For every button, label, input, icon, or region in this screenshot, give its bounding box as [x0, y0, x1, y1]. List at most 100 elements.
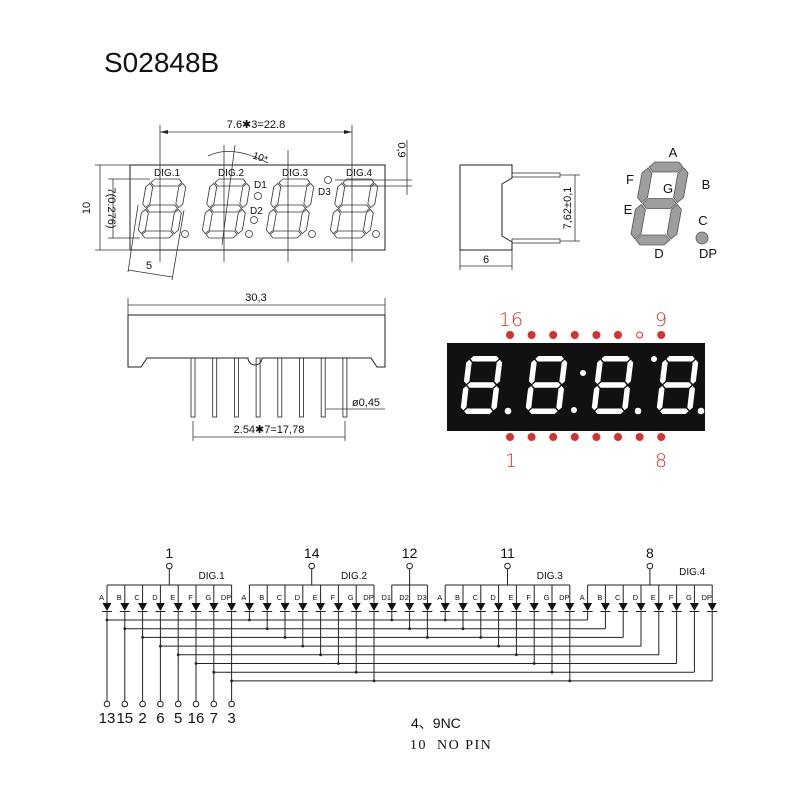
segment-pin-number: 16: [188, 710, 205, 727]
decimal-point: [181, 230, 189, 238]
led-diode-icon: [173, 603, 183, 611]
segment-label: G: [205, 593, 211, 602]
segment-d: [269, 230, 302, 239]
legend-dp-dot: [695, 231, 709, 245]
segment-b: [625, 359, 634, 384]
segment-label: D: [295, 593, 301, 602]
common-pin-terminal: [166, 562, 173, 570]
led-diode-icon: [672, 603, 682, 611]
junction-dot: [105, 618, 109, 622]
led-diode-icon: [529, 603, 539, 611]
common-pin-terminal: [406, 562, 413, 570]
pitch-dim-label: 7.6✱3=22.8: [227, 119, 285, 131]
led-diode-icon: [262, 603, 272, 611]
pin-pad: [506, 433, 514, 441]
led-diode-icon: [494, 603, 504, 611]
colon-dot: [571, 407, 577, 413]
segment-g: [467, 382, 496, 388]
segment-g: [145, 204, 179, 213]
legend-label-b: B: [702, 177, 711, 192]
segment-label: G: [686, 593, 692, 602]
segment-g: [209, 204, 243, 213]
segment-label: D3: [417, 593, 427, 602]
depth-dim-label: 6: [483, 254, 489, 266]
segment-a: [648, 161, 684, 173]
segment-label: D: [152, 593, 158, 602]
segment-f: [463, 359, 472, 384]
note-nc-pins: 4、9NC: [411, 715, 461, 731]
dot-d1: [254, 192, 262, 200]
dot-d2: [250, 216, 258, 224]
common-pin-number: 1: [165, 545, 173, 561]
legend-label-dp: DP: [699, 246, 717, 261]
dot-label-d1: D1: [254, 180, 267, 191]
segment-pin-number: 5: [174, 710, 182, 727]
junction-dot: [159, 644, 162, 648]
segment-b: [303, 182, 315, 209]
segment-legend: A B C D E F G DP: [624, 145, 717, 261]
segment-label: B: [455, 593, 460, 602]
segment-label: DP: [221, 593, 231, 602]
segment-a: [535, 356, 564, 362]
segment-d: [529, 408, 558, 414]
bottom-view: 30,3 2.54✱7=17,78 ø0,45: [127, 292, 386, 441]
segment-label: D2: [399, 593, 409, 602]
digit-group-label: DIG.3: [537, 571, 564, 582]
pin-pad: [549, 433, 558, 441]
segment-pin-terminal: [157, 700, 164, 708]
common-pin-number: 12: [402, 545, 418, 561]
segment-label: B: [117, 593, 122, 602]
led-diode-icon: [138, 603, 148, 611]
segment-a: [342, 178, 375, 187]
segment-label: A: [437, 593, 442, 602]
pin-pad: [614, 433, 622, 441]
segment-label: A: [241, 593, 246, 602]
segment-b: [673, 167, 689, 204]
length-dim-label: 30,3: [245, 292, 266, 304]
segment-g: [273, 204, 307, 213]
led-diode-icon: [618, 603, 628, 611]
segment-f: [142, 182, 154, 209]
pin-spacing-dim-label: 7,62±0,1: [562, 187, 574, 230]
pin-pitch-dim-label: 2.54✱7=17,78: [234, 424, 305, 436]
bottom-pin: [212, 357, 218, 418]
led-diode-icon: [155, 603, 165, 611]
bottom-pin: [320, 357, 326, 418]
side-view: 7,62±0,1 6: [459, 164, 580, 270]
segment-label: E: [651, 593, 656, 602]
side-pin: [511, 172, 561, 178]
segment-e: [591, 386, 600, 411]
segment-g: [663, 382, 692, 388]
segment-label: E: [170, 593, 175, 602]
pin-pad: [657, 433, 666, 441]
led-diode-icon: [547, 603, 557, 611]
height-dim-label: 10: [81, 202, 93, 214]
segment-a: [470, 356, 499, 362]
segment-pin-number: 13: [99, 710, 116, 727]
segment-label: E: [313, 593, 318, 602]
segment-pin-number: 7: [210, 710, 218, 727]
pin-pad: [570, 331, 579, 339]
led-diode-icon: [707, 603, 717, 611]
segment-d: [595, 408, 624, 414]
segment-label: F: [331, 593, 336, 602]
common-pin-terminal: [646, 562, 654, 570]
segment-label: G: [348, 593, 354, 602]
led-diode-icon: [405, 603, 415, 611]
led-diode-icon: [369, 603, 379, 611]
bottom-pin: [233, 357, 239, 418]
decimal-point: [308, 230, 316, 238]
slant-line: [221, 144, 236, 246]
segment-label: F: [526, 593, 531, 602]
dot-offset-dim-label: 0,9: [395, 142, 407, 157]
led-diode-icon: [565, 603, 575, 611]
legend-label-g: G: [663, 181, 673, 196]
segment-g: [641, 198, 678, 209]
segment-f: [659, 359, 668, 384]
common-pin-terminal: [308, 562, 316, 570]
digit-group-label: DIG.1: [199, 571, 226, 582]
led-diode-icon: [600, 603, 610, 611]
led-diode-icon: [316, 603, 326, 611]
segment-pin-number: 3: [227, 710, 235, 727]
